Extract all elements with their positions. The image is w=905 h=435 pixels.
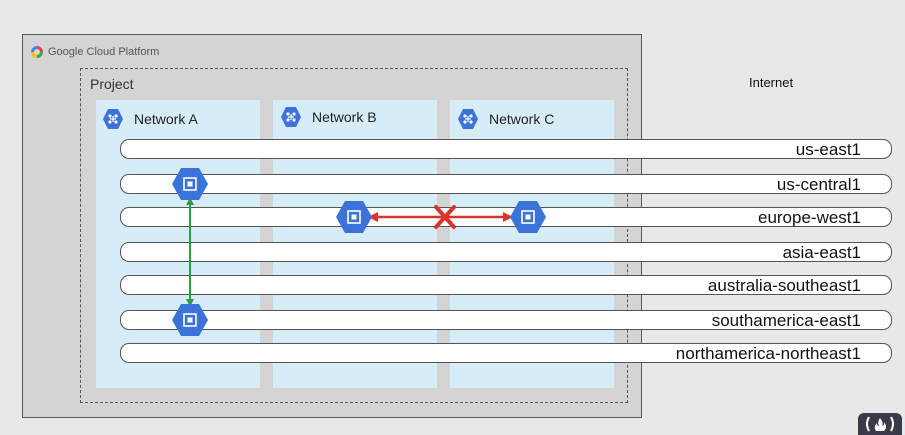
region-row-asia-east1: asia-east1 (120, 242, 892, 262)
region-row-northamerica-northeast1: northamerica-northeast1 (120, 343, 892, 363)
region-label: us-central1 (776, 175, 861, 194)
region-row-southamerica-east1: southamerica-east1 (120, 310, 892, 330)
vpc-network-icon (103, 109, 123, 129)
region-label: southamerica-east1 (711, 311, 861, 330)
project-label: Project (90, 76, 134, 92)
region-row-us-central1: us-central1 (120, 174, 892, 194)
network-c-label: Network C (489, 111, 555, 127)
region-row-europe-west1: europe-west1 (120, 207, 892, 227)
region-label: australia-southeast1 (707, 276, 861, 295)
internet-label: Internet (749, 75, 794, 90)
region-label: europe-west1 (757, 208, 861, 227)
region-label: us-east1 (795, 140, 861, 159)
region-label: asia-east1 (782, 243, 861, 262)
region-row-australia-southeast1: australia-southeast1 (120, 275, 892, 295)
gcp-logo-icon (31, 46, 43, 58)
vpc-network-icon (281, 107, 301, 127)
network-b-label: Network B (312, 109, 377, 125)
network-a-label: Network A (134, 111, 198, 127)
corner-badge (858, 413, 902, 435)
vpc-network-icon (458, 109, 478, 129)
platform-title: Google Cloud Platform (48, 46, 160, 58)
region-label: northamerica-northeast1 (675, 344, 861, 363)
flame-logo-icon (866, 416, 894, 432)
region-row-us-east1: us-east1 (120, 139, 892, 159)
